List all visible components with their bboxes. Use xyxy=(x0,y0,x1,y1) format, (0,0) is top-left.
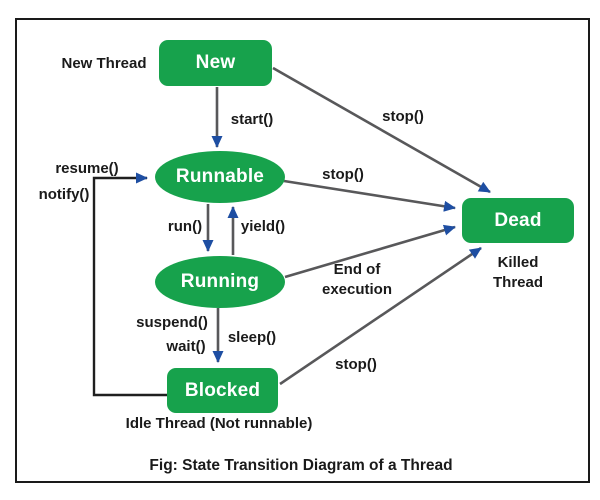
state-node-new: New xyxy=(159,40,272,86)
annotation-killed-thread-line2: Thread xyxy=(492,274,544,291)
arrow-blocked-to-runnable-loop xyxy=(92,172,167,397)
annotation-killed-thread: Killed Thread xyxy=(493,253,543,293)
state-label-running: Running xyxy=(180,271,260,292)
transition-label-run: run() xyxy=(167,218,203,235)
state-node-blocked: Blocked xyxy=(167,368,278,413)
state-label-dead: Dead xyxy=(494,209,542,231)
state-node-dead: Dead xyxy=(462,198,574,243)
transition-label-start: start() xyxy=(230,111,274,128)
state-label-runnable: Runnable xyxy=(175,166,265,187)
transition-label-resume: resume() xyxy=(55,160,119,177)
transition-label-suspend: suspend() xyxy=(136,314,208,331)
annotation-idle-thread: Idle Thread (Not runnable) xyxy=(125,415,313,432)
transition-label-wait: wait() xyxy=(166,338,206,355)
state-label-blocked: Blocked xyxy=(184,379,261,401)
transition-label-stop-new-dead: stop() xyxy=(382,108,424,125)
transition-label-notify: notify() xyxy=(38,186,90,203)
diagram-border xyxy=(15,18,590,483)
arrow-new-to-dead xyxy=(272,66,491,194)
transition-label-end-of-execution: End of execution xyxy=(322,260,392,300)
transition-label-sleep: sleep() xyxy=(227,329,277,346)
state-node-running: Running xyxy=(155,256,285,308)
figure-caption: Fig: State Transition Diagram of a Threa… xyxy=(149,457,453,474)
transition-label-yield: yield() xyxy=(240,218,286,235)
state-label-new: New xyxy=(195,52,236,73)
arrow-running-to-dead xyxy=(284,224,456,279)
arrow-blocked-to-dead xyxy=(279,246,482,386)
transition-label-stop-runnable-dead: stop() xyxy=(322,166,364,183)
arrow-runnable-to-dead xyxy=(283,179,456,212)
transition-label-end-of-execution-line1: End of xyxy=(333,261,381,278)
transition-label-end-of-execution-line2: execution xyxy=(321,281,393,298)
annotation-new-thread: New Thread xyxy=(61,55,147,72)
state-node-runnable: Runnable xyxy=(155,151,285,203)
transition-label-stop-blocked-dead: stop() xyxy=(335,356,377,373)
annotation-killed-thread-line1: Killed xyxy=(497,254,539,271)
